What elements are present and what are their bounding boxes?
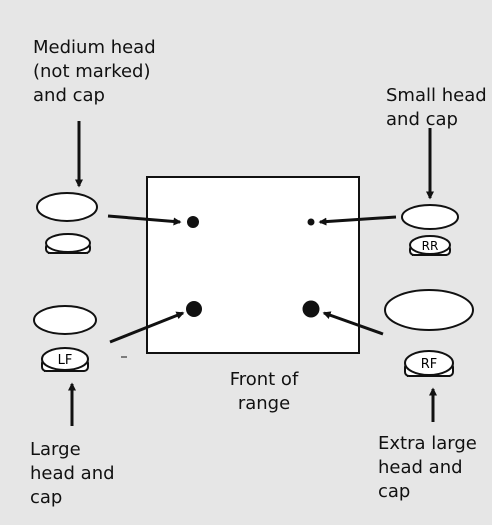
arrow-small-to-position (318, 215, 397, 226)
burner-left-rear (187, 216, 199, 228)
extra-large-burner-cap: RF (404, 350, 454, 377)
large-burner-head (33, 305, 97, 335)
medium-burner-head (36, 192, 98, 222)
arrow-xlarge-to-position (322, 311, 384, 336)
label-medium-head: Medium head (not marked) and cap (33, 37, 156, 106)
cap-label-rr: RR (422, 239, 439, 253)
cap-label-lf: LF (58, 353, 73, 368)
arrow-large-to-position (109, 311, 185, 344)
burner-right-front (302, 300, 320, 318)
small-burner-cap: RR (409, 235, 451, 256)
arrow-medium-to-position (107, 214, 182, 226)
label-front-of-range: Front of range (229, 369, 299, 414)
extra-large-burner-head (384, 289, 474, 331)
burner-left-front (186, 301, 202, 317)
label-large-head: Large head and cap (30, 439, 115, 508)
large-burner-cap: LF (41, 347, 89, 372)
small-burner-head (401, 204, 459, 230)
range-cooktop (146, 176, 360, 354)
label-small-head: Small head and cap (386, 85, 487, 130)
label-extra-large-head: Extra large head and cap (378, 433, 477, 502)
medium-burner-cap (45, 233, 91, 254)
burner-right-rear (307, 218, 315, 226)
cap-label-rf: RF (421, 357, 438, 372)
